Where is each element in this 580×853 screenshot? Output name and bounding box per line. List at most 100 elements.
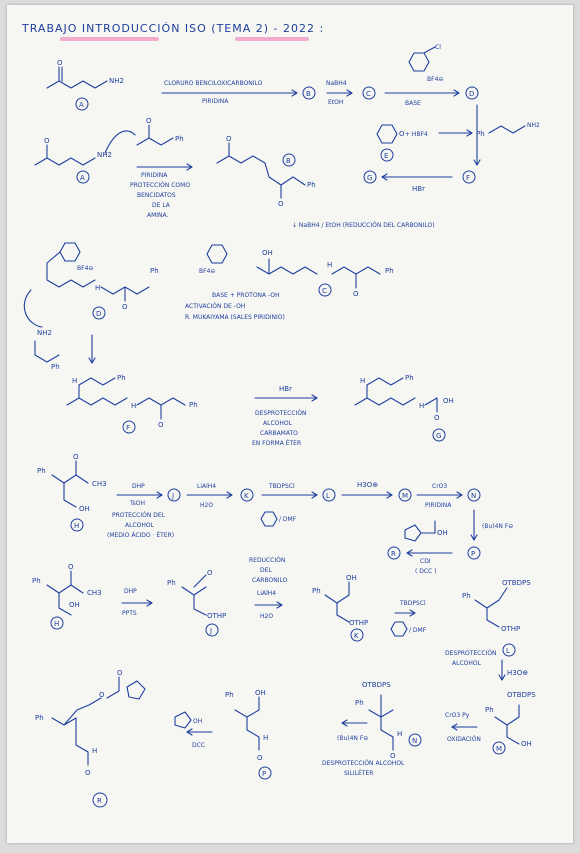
label-h-2: H	[50, 616, 64, 630]
svg-text:OH: OH	[193, 718, 202, 725]
label-r-2: R	[92, 792, 108, 808]
cbz-chloride: O Ph	[136, 117, 184, 146]
label-n: N	[467, 488, 481, 502]
svg-text:O: O	[146, 117, 152, 125]
label-n-2: N	[408, 733, 422, 747]
label-j: J	[167, 488, 181, 502]
svg-text:OTBDPS: OTBDPS	[507, 691, 536, 699]
label-e: E	[380, 148, 394, 162]
svg-text:OH: OH	[437, 529, 448, 537]
svg-text:O: O	[99, 691, 105, 699]
phenethylamine: Ph NH2	[476, 122, 540, 138]
svg-text:BASE + PROTONA -OH: BASE + PROTONA -OH	[212, 292, 280, 299]
svg-text:BF4⊖: BF4⊖	[199, 268, 215, 275]
molecule-g: H Ph H O OH	[354, 374, 454, 422]
svg-text:PROTECCIÓN COMO: PROTECCIÓN COMO	[130, 182, 190, 189]
svg-text:O: O	[68, 563, 74, 571]
svg-text:CH3: CH3	[87, 589, 102, 597]
svg-text:O: O	[122, 303, 128, 311]
label-a-2: A	[76, 170, 90, 184]
svg-text:Ph: Ph	[150, 267, 159, 275]
svg-text:Ph: Ph	[476, 130, 485, 138]
svg-text:H: H	[74, 522, 79, 530]
svg-text:ALCOHOL: ALCOHOL	[125, 522, 155, 529]
pyridinium-reagent: Cl BF4⊖	[408, 44, 443, 83]
svg-text:O: O	[257, 754, 263, 762]
svg-text:NH2: NH2	[527, 122, 540, 129]
molecule-a-top: O NH2	[46, 59, 124, 89]
svg-text:PIRIDINA: PIRIDINA	[425, 502, 452, 509]
label-m-2: M	[492, 741, 506, 755]
svg-text:TBDPSCl: TBDPSCl	[399, 600, 426, 607]
label-g: G	[363, 170, 377, 184]
svg-text:H: H	[263, 734, 268, 742]
svg-text:NH2: NH2	[37, 329, 52, 337]
svg-text:H: H	[95, 284, 100, 292]
svg-text:CH3: CH3	[92, 480, 107, 488]
svg-text:R: R	[97, 797, 102, 805]
chemistry-scheme: TRABAJO INTRODUCCIÓN ISO (TEMA 2) - 2022…	[21, 22, 540, 808]
svg-text:ALCOHOL: ALCOHOL	[452, 660, 482, 667]
svg-text:Ph: Ph	[307, 181, 316, 189]
label-j-2: J	[205, 623, 219, 637]
svg-text:NH2: NH2	[97, 151, 112, 159]
svg-text:O: O	[85, 769, 91, 777]
svg-text:L: L	[326, 492, 330, 500]
svg-text:TsOH: TsOH	[129, 500, 145, 507]
svg-text:H: H	[397, 730, 402, 738]
furoic-acid-2: OH	[174, 711, 202, 729]
svg-text:(Bu)4N F⊖: (Bu)4N F⊖	[337, 735, 368, 742]
svg-text:Ph: Ph	[117, 374, 126, 382]
svg-text:OTBDPS: OTBDPS	[362, 681, 391, 689]
label-k: K	[240, 488, 254, 502]
furan-icon	[126, 680, 146, 700]
svg-text:ALCOHOL: ALCOHOL	[263, 420, 293, 427]
label-m: M	[398, 488, 412, 502]
label-k-2: K	[350, 628, 364, 642]
svg-text:EtOH: EtOH	[328, 99, 343, 106]
svg-text:C: C	[366, 90, 371, 98]
svg-text:DESPROTECCIÓN: DESPROTECCIÓN	[255, 410, 307, 417]
svg-text:K: K	[354, 632, 359, 640]
svg-text:( DCC ): ( DCC )	[415, 568, 437, 575]
svg-text:Ph: Ph	[462, 592, 471, 600]
svg-text:M: M	[496, 745, 502, 753]
label-r: R	[387, 546, 401, 560]
reduction-note: ↓ NaBH4 / EtOH (REDUCCIÓN DEL CARBONILO)	[292, 222, 435, 229]
svg-text:Ph: Ph	[385, 267, 394, 275]
molecule-c: BF4⊖ OH H O Ph	[199, 244, 394, 298]
svg-text:NaBH4: NaBH4	[326, 80, 347, 87]
svg-text:+ HBF4: + HBF4	[405, 131, 428, 138]
svg-text:REDUCCIÓN: REDUCCIÓN	[249, 557, 285, 564]
molecule-l: OTBDPS Ph OTHP	[462, 579, 531, 633]
label-d-2: D	[92, 306, 106, 320]
svg-text:Cl: Cl	[435, 44, 441, 51]
svg-text:D: D	[96, 310, 101, 318]
svg-text:H3O⊕: H3O⊕	[357, 481, 378, 489]
svg-text:Ph: Ph	[355, 699, 364, 707]
svg-text:P: P	[471, 550, 475, 558]
label-g-2: G	[432, 428, 446, 442]
svg-text:P: P	[262, 770, 266, 778]
svg-text:O: O	[390, 752, 396, 760]
svg-text:DESPROTECCIÓN ALCOHOL: DESPROTECCIÓN ALCOHOL	[322, 760, 405, 767]
svg-text:H: H	[360, 377, 365, 385]
label-b-2: B	[282, 153, 296, 167]
svg-text:OXIDACIÓN: OXIDACIÓN	[447, 736, 481, 743]
svg-text:O: O	[278, 200, 284, 208]
svg-text:BF4⊖: BF4⊖	[77, 265, 93, 272]
svg-text:OH: OH	[262, 249, 273, 257]
reagent-text: PIRIDINA	[202, 98, 229, 105]
svg-text:AMINA.: AMINA.	[147, 212, 169, 219]
svg-text:LiAlH4: LiAlH4	[197, 483, 216, 490]
molecule-k: Ph OH OTHP	[312, 574, 368, 627]
svg-text:DE LA: DE LA	[152, 202, 171, 209]
svg-text:Ph: Ph	[35, 714, 44, 722]
svg-text:Ph: Ph	[175, 135, 184, 143]
svg-text:D: D	[469, 90, 474, 98]
svg-text:DESPROTECCIÓN: DESPROTECCIÓN	[445, 650, 497, 657]
svg-text:Ph: Ph	[51, 363, 60, 371]
svg-text:OH: OH	[443, 397, 454, 405]
label-b: B	[302, 86, 316, 100]
svg-text:Ph: Ph	[485, 706, 494, 714]
